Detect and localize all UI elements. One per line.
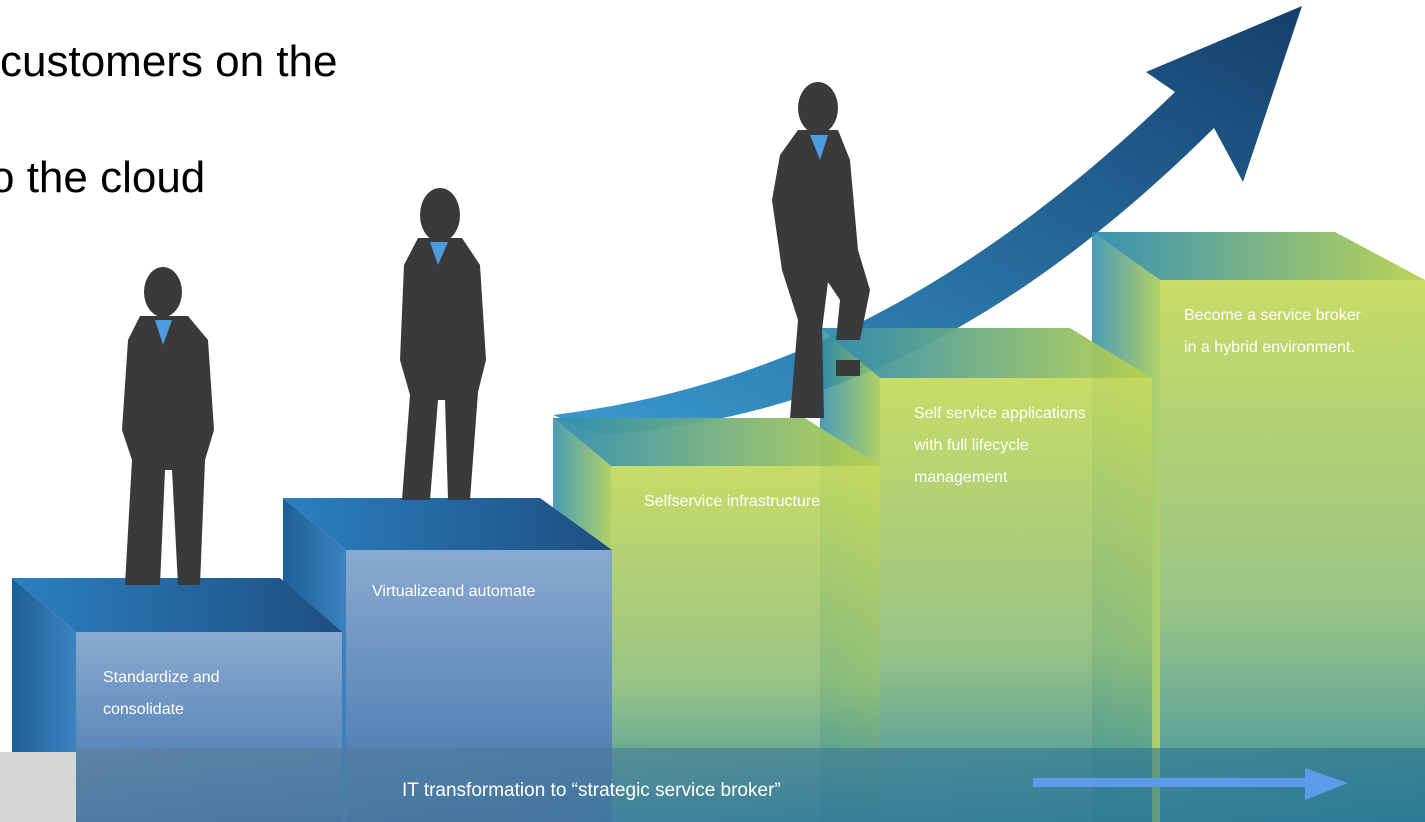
heading-line-2: o the cloud [0,153,206,202]
step-label-3: Selfservice infrastructure [644,486,820,518]
step-1-line-2: consolidate [103,701,184,718]
businessman-silhouette-3 [772,82,870,418]
businessman-silhouette-1 [122,267,214,585]
step-4-line-3: management [914,469,1008,486]
heading-line-1: customers on the [0,37,338,86]
footer-caption: IT transformation to “strategic service … [402,780,781,801]
step-label-2: Virtualizeand automate [372,576,535,608]
step-5-line-2: in a hybrid environment. [1184,339,1355,356]
step-4-line-2: with full lifecycle [914,437,1029,454]
businessman-silhouette-2 [400,188,486,500]
step-label-1: Standardize and consolidate [103,662,220,726]
growth-arrow [553,6,1302,435]
progress-arrow [1033,768,1348,800]
step-label-5: Become a service broker in a hybrid envi… [1184,300,1361,364]
step-2-line-1: Virtualizeand automate [372,583,536,600]
floor-shelf [0,752,76,822]
step-3-line-1: Selfservice infrastructure [644,493,821,510]
step-label-4: Self service applications with full life… [914,398,1086,494]
step-1-line-1: Standardize and [103,669,220,686]
step-4-line-1: Self service applications [914,405,1086,422]
step-5-line-1: Become a service broker [1184,307,1361,324]
